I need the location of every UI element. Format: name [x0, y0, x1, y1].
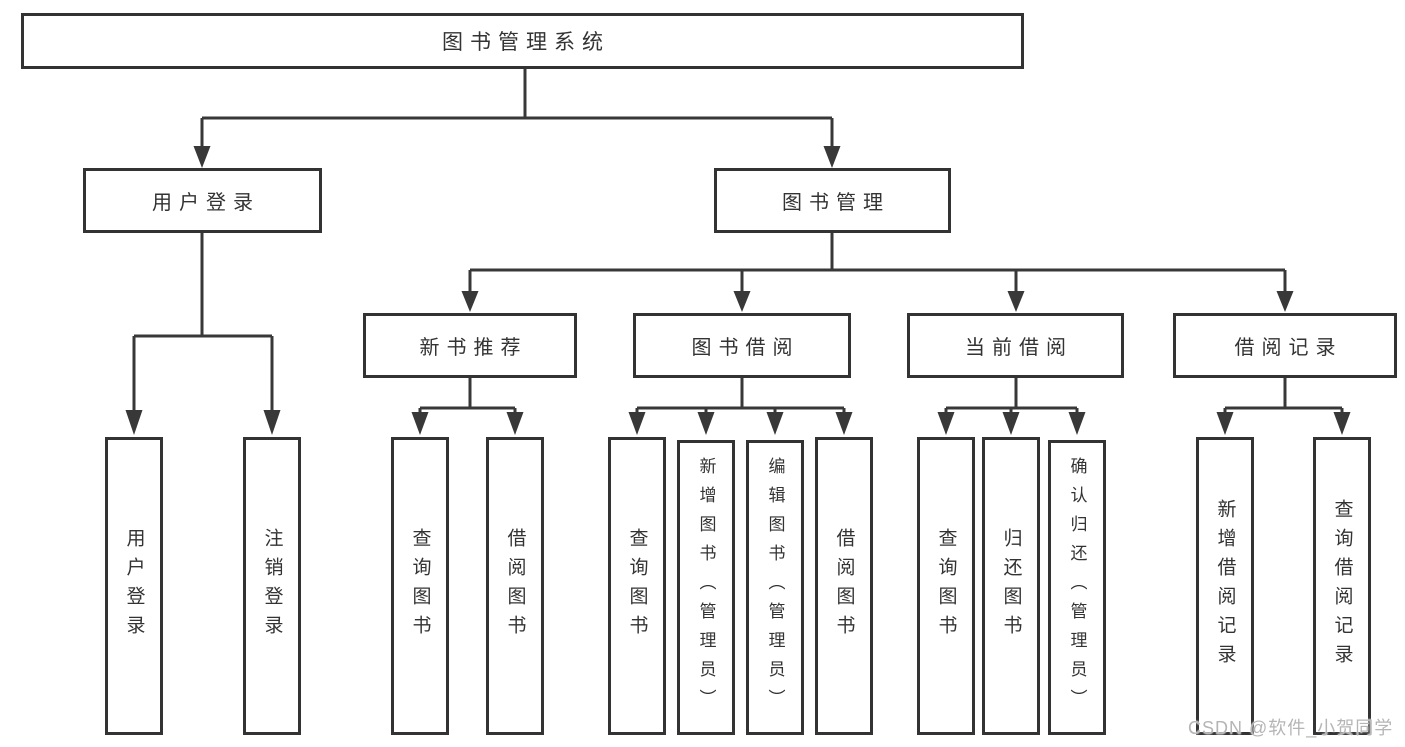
arrow-down-icon [263, 410, 281, 435]
arrow-down-icon [733, 291, 751, 312]
leaf-label: 用户登录 [123, 528, 145, 644]
leaf-label: 归还图书 [1000, 528, 1022, 644]
node-label: 用户登录 [152, 192, 260, 214]
connector-borrowing-records-children [1216, 378, 1351, 435]
arrow-down-icon [766, 412, 784, 435]
leaf-label: 查询借阅记录 [1331, 499, 1353, 673]
node-label: 图书管理系统 [442, 31, 610, 54]
leaf-label: 查询图书 [935, 528, 957, 644]
connector-new-book-recommend-children [411, 378, 524, 435]
arrow-down-icon [1276, 291, 1294, 312]
arrow-down-icon [1216, 412, 1234, 435]
arrow-down-icon [937, 412, 955, 435]
leaf-label: 借阅图书 [833, 528, 855, 644]
arrow-down-icon [411, 412, 429, 435]
arrow-down-icon [628, 412, 646, 435]
arrow-down-icon [697, 412, 715, 435]
node-current-borrowing: 当前借阅 [907, 313, 1124, 378]
arrow-down-icon [835, 412, 853, 435]
arrow-down-icon [461, 291, 479, 312]
arrow-down-icon [823, 146, 841, 168]
leaf-add-books-admin: 新增图书（管理员） [677, 440, 735, 735]
node-user-login: 用户登录 [83, 168, 322, 233]
leaf-edit-books-admin: 编辑图书（管理员） [746, 440, 804, 735]
node-new-book-recommend: 新书推荐 [363, 313, 577, 378]
leaf-add-borrow-record: 新增借阅记录 [1196, 437, 1254, 735]
leaf-label: 确认归还（管理员） [1067, 457, 1087, 718]
leaf-confirm-return-admin: 确认归还（管理员） [1048, 440, 1106, 735]
connector-book-borrowing-children [628, 378, 853, 435]
leaf-return-books: 归还图书 [982, 437, 1040, 735]
connector-book-management-children [461, 233, 1294, 312]
csdn-watermark: CSDN @软件_小贺同学 [1188, 718, 1394, 738]
connector-current-borrowing-children [937, 378, 1086, 435]
leaf-user-login: 用户登录 [105, 437, 163, 735]
leaf-label: 借阅图书 [504, 528, 526, 644]
leaf-query-books-current: 查询图书 [917, 437, 975, 735]
node-label: 图书管理 [782, 192, 890, 214]
leaf-label: 编辑图书（管理员） [765, 457, 785, 718]
leaf-label: 注销登录 [261, 528, 283, 644]
node-book-management: 图书管理 [714, 168, 951, 233]
leaf-label: 查询图书 [626, 528, 648, 644]
leaf-query-books-recommend: 查询图书 [391, 437, 449, 735]
node-label: 借阅记录 [1234, 337, 1343, 359]
arrow-down-icon [506, 412, 524, 435]
node-library-management-system: 图书管理系统 [21, 13, 1024, 69]
node-book-borrowing: 图书借阅 [633, 313, 851, 378]
arrow-down-icon [193, 146, 211, 168]
node-label: 图书借阅 [691, 337, 800, 359]
leaf-borrow-books-borrowing: 借阅图书 [815, 437, 873, 735]
arrow-down-icon [125, 410, 143, 435]
leaf-label: 查询图书 [409, 528, 431, 644]
leaf-logout-login: 注销登录 [243, 437, 301, 735]
leaf-label: 新增图书（管理员） [696, 457, 716, 718]
connector-root-to-level2 [193, 69, 841, 168]
leaf-query-borrow-record: 查询借阅记录 [1313, 437, 1371, 735]
connector-user-login-children [125, 233, 281, 435]
leaf-borrow-books-recommend: 借阅图书 [486, 437, 544, 735]
arrow-down-icon [1068, 412, 1086, 435]
arrow-down-icon [1333, 412, 1351, 435]
arrow-down-icon [1007, 291, 1025, 312]
arrow-down-icon [1002, 412, 1020, 435]
leaf-label: 新增借阅记录 [1214, 499, 1236, 673]
node-label: 新书推荐 [419, 337, 528, 359]
leaf-query-books-borrowing: 查询图书 [608, 437, 666, 735]
node-label: 当前借阅 [965, 337, 1073, 359]
node-borrowing-records: 借阅记录 [1173, 313, 1397, 378]
